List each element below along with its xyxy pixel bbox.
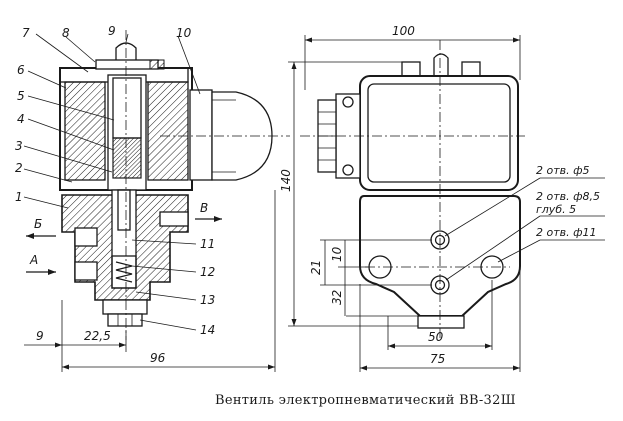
port-arrows: [26, 216, 222, 275]
bottom-nut: [417, 315, 465, 329]
terminal-right: [461, 61, 481, 77]
dim-32: 32: [330, 290, 344, 305]
dim-9: 9: [36, 329, 44, 343]
spring-cup: [111, 255, 137, 289]
dim-140: 140: [279, 169, 293, 192]
top-knob: [433, 53, 449, 77]
plug: [102, 299, 148, 315]
terminal-box: [189, 89, 213, 181]
hole-note-5: 2 отв. ф5: [536, 164, 590, 177]
dimensions-right: [288, 35, 521, 372]
channel-a: [74, 261, 98, 281]
dim-21: 21: [309, 260, 323, 275]
part-label-5: 5: [17, 89, 25, 103]
coil-winding-right: [147, 81, 189, 181]
connector-screw-top: [342, 96, 354, 108]
hole-note-8-5: 2 отв. ф8,5: [536, 190, 600, 203]
part-label-3: 3: [15, 139, 23, 153]
dim-22-5: 22,5: [84, 329, 111, 343]
part-label-4: 4: [17, 112, 25, 126]
plug-nut: [107, 313, 143, 327]
side-view: 100 140 21 10 32 50 75 2 отв. ф5 2 отв. …: [279, 24, 605, 372]
coil-housing-inner: [367, 83, 511, 183]
connector-screw-bottom: [342, 164, 354, 176]
dimensions-left: [24, 190, 276, 372]
part-label-2: 2: [15, 161, 23, 175]
part-label-8: 8: [62, 26, 70, 40]
leaders-left: [23, 33, 201, 331]
port-label-v: В: [200, 201, 208, 215]
dim-96: 96: [150, 351, 166, 365]
central-bore: [111, 189, 137, 289]
drawing-caption: Вентиль электропневматический ВВ-32Ш: [215, 393, 516, 408]
part-label-11: 11: [200, 237, 215, 251]
valve-stem: [117, 189, 131, 231]
sectional-view: 7 8 9 10 6 5 4 3 2 1 11 12 13 14 Б В А 9…: [15, 24, 290, 372]
top-nut-hatch: [149, 59, 165, 70]
part-label-14: 14: [200, 323, 215, 337]
part-label-1: 1: [15, 190, 23, 204]
dim-50: 50: [428, 330, 444, 344]
channel-b: [74, 227, 98, 247]
part-label-13: 13: [200, 293, 215, 307]
hole-note-depth: глуб. 5: [536, 203, 576, 216]
dim-75: 75: [430, 352, 445, 366]
part-label-10: 10: [176, 26, 192, 40]
dim-10: 10: [330, 246, 344, 262]
stop: [112, 137, 142, 179]
coil-winding-left: [64, 81, 106, 181]
top-nut: [95, 59, 159, 70]
port-label-b: Б: [34, 217, 42, 231]
channel-v: [159, 211, 189, 227]
part-label-6: 6: [17, 63, 25, 77]
part-label-9: 9: [108, 24, 116, 38]
coil-housing: [359, 75, 519, 191]
hole-note-11: 2 отв. ф11: [536, 226, 597, 239]
dim-100: 100: [392, 24, 415, 38]
hole-leaders: [444, 177, 605, 281]
spring: [115, 261, 133, 283]
terminal-left: [401, 61, 421, 77]
port-label-a: А: [29, 253, 38, 267]
part-label-7: 7: [22, 26, 30, 40]
part-label-12: 12: [200, 265, 215, 279]
